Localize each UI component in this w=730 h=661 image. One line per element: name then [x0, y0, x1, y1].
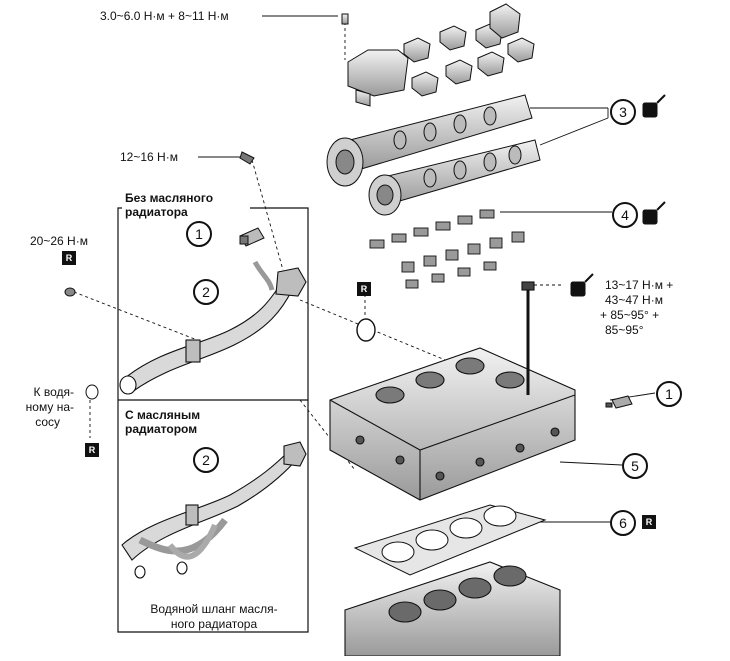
- oil-can-icons: [570, 94, 666, 297]
- section-with-cooler-line2: радиатором: [125, 422, 198, 436]
- callout-5-cylinder-head: 5: [622, 453, 648, 479]
- section-without-cooler-line1: Без масляного: [125, 191, 214, 205]
- small-parts: [64, 151, 633, 409]
- label-oil-cooler-hose-line1: Водяной шланг масля-: [150, 602, 278, 616]
- valve-lifters: [369, 209, 525, 289]
- section-without-cooler-line2: радиатора: [125, 205, 188, 219]
- rocker-arms: [341, 3, 535, 107]
- leader-lines: [73, 15, 656, 523]
- head-gasket: [353, 504, 547, 576]
- section-with-cooler-line1: С масляным: [125, 408, 201, 422]
- water-pipe-no-cooler: [119, 260, 307, 395]
- callout-2-pipe-no-cooler: 2: [193, 279, 219, 305]
- callout-1-plug: 1: [186, 221, 212, 247]
- label-water-pump-line3: сосу: [35, 415, 60, 429]
- torque-head-bolt-3: + 85~95° +: [600, 308, 660, 322]
- water-pipe-with-cooler: [121, 441, 307, 579]
- torque-head-bolt-2: 43~47 Н·м: [605, 293, 663, 307]
- engine-block: [344, 561, 561, 657]
- replace-badge-left-bolt: R: [62, 251, 76, 265]
- section-frame: [117, 207, 309, 633]
- callout-4-lifters: 4: [612, 202, 638, 228]
- callout-2-pipe-with-cooler: 2: [193, 447, 219, 473]
- replace-badge-head-gasket: R: [642, 515, 656, 529]
- torque-top-bolts: 3.0~6.0 Н·м + 8~11 Н·м: [100, 9, 229, 23]
- label-water-pump-line1: К водя-: [33, 385, 74, 399]
- torque-left-bolt: 20~26 Н·м: [30, 234, 88, 248]
- label-oil-cooler-hose-line2: ного радиатора: [170, 617, 258, 631]
- torque-head-bolt-4: 85~95°: [605, 323, 644, 337]
- cylinder-head: [329, 281, 576, 501]
- callout-6-head-gasket: 6: [610, 510, 636, 536]
- callout-1-sensor: 1: [656, 381, 682, 407]
- torque-head-bolt-1: 13~17 Н·м +: [605, 278, 674, 292]
- label-water-pump-line2: ному на-: [25, 400, 74, 414]
- replace-badge-gasket: R: [357, 282, 371, 296]
- replace-badge-water-pump: R: [85, 443, 99, 457]
- callout-3-camshafts: 3: [610, 99, 636, 125]
- camshafts: [326, 94, 541, 216]
- torque-plug: 12~16 Н·м: [120, 150, 178, 164]
